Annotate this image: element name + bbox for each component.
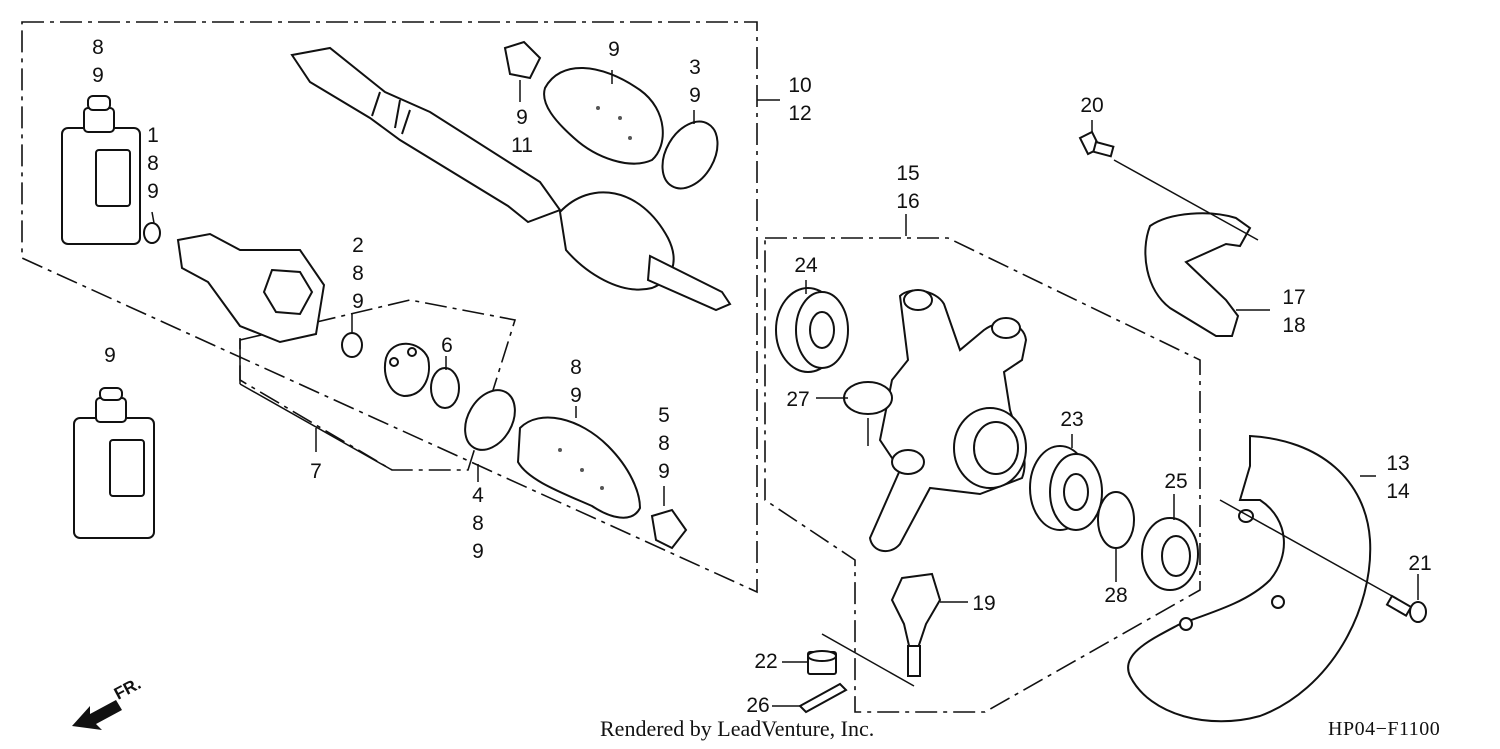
callout-8-9-top-line-1: 8 (92, 36, 104, 59)
callout-7: 7 (310, 460, 322, 483)
front-label: FR. (111, 674, 144, 704)
boot-band-inner[interactable] (455, 381, 525, 458)
grease-bottle-2[interactable] (73, 387, 155, 539)
outer-cv-joint[interactable] (558, 191, 732, 312)
grease-bottle-1[interactable] (61, 95, 141, 245)
callout-28: 28 (1104, 584, 1127, 607)
callout-1-8-9-line-3: 9 (147, 180, 159, 203)
front-arrow-icon (72, 700, 122, 730)
bearing-23[interactable] (1029, 445, 1103, 531)
oil-seal-25[interactable] (1141, 517, 1199, 591)
rendered-by-credit: Rendered by LeadVenture, Inc. (600, 716, 875, 741)
callout-9-11-line-2: 11 (511, 134, 533, 157)
callout-25: 25 (1164, 470, 1187, 493)
callout-17-18-line-2: 18 (1282, 314, 1305, 337)
outer-boot[interactable] (543, 67, 664, 165)
callout-1-8-9-line-1: 1 (147, 124, 159, 147)
callout-2-8-9-line-2: 8 (352, 262, 364, 285)
bolt-21[interactable] (1385, 594, 1427, 623)
callout-8-9-boot-line-1: 8 (570, 356, 582, 379)
inner-cv-joint[interactable] (176, 232, 326, 344)
bearing-24[interactable] (775, 287, 849, 373)
callout-5-8-9-line-1: 5 (658, 404, 670, 427)
callout-23: 23 (1060, 408, 1083, 431)
guard-17-18[interactable] (1144, 212, 1252, 337)
ball-joint-19[interactable] (890, 572, 942, 677)
bolt-20[interactable] (1078, 130, 1115, 158)
callout-5-8-9-line-3: 9 (658, 460, 670, 483)
callout-labels: 8 9 1 8 9 9 2 8 9 6 7 9 11 9 3 9 10 12 8… (92, 36, 1432, 717)
callout-22: 22 (754, 650, 777, 673)
callout-26: 26 (746, 694, 769, 717)
callout-4-8-9-line-2: 8 (472, 512, 484, 535)
group-box-driveshaft (21, 21, 758, 594)
drive-shaft[interactable] (290, 46, 562, 224)
callout-15-16-line-1: 15 (896, 162, 919, 185)
snap-ring-28[interactable] (1097, 491, 1135, 549)
callout-21: 21 (1408, 552, 1431, 575)
callout-9-boot: 9 (608, 38, 620, 61)
bearing-cage[interactable] (384, 342, 430, 398)
callout-3-9-line-2: 9 (689, 84, 701, 107)
leader-lines (151, 70, 1419, 707)
boot-band-clip-bottom[interactable] (650, 508, 688, 550)
callout-13-14-line-1: 13 (1386, 452, 1409, 475)
callout-6: 6 (441, 334, 453, 357)
disc-shield-13-14[interactable] (1127, 434, 1372, 723)
callout-24: 24 (794, 254, 818, 277)
callout-4-8-9-line-1: 4 (472, 484, 484, 507)
diagram-code: HP04−F1100 (1328, 718, 1441, 740)
callout-8-9-boot-line-2: 9 (570, 384, 582, 407)
front-direction-indicator: FR. (72, 674, 144, 730)
callout-4-8-9-line-3: 9 (472, 540, 484, 563)
callout-20: 20 (1080, 94, 1103, 117)
group-box-knuckle (764, 237, 1201, 713)
snap-ring[interactable] (430, 367, 460, 409)
callout-27: 27 (786, 388, 809, 411)
callout-2-8-9-line-3: 9 (352, 290, 364, 313)
boot-band-large[interactable] (651, 112, 729, 198)
o-ring-small[interactable] (143, 222, 161, 244)
callout-15-16-line-2: 16 (896, 190, 919, 213)
callout-9-bottle2: 9 (104, 344, 116, 367)
callout-5-8-9-line-2: 8 (658, 432, 670, 455)
circlip-small[interactable] (341, 332, 363, 358)
steering-knuckle[interactable] (868, 289, 1028, 553)
callout-13-14-line-2: 14 (1386, 480, 1410, 503)
callout-1-8-9-line-2: 8 (147, 152, 159, 175)
callout-8-9-top-line-2: 9 (92, 64, 104, 87)
inner-boot[interactable] (516, 416, 642, 519)
callout-3-9-line-1: 3 (689, 56, 701, 79)
callout-19: 19 (972, 592, 995, 615)
callout-10-12-line-2: 12 (788, 102, 811, 125)
cotter-pin-26[interactable] (798, 682, 848, 714)
callout-10-12-line-1: 10 (788, 74, 811, 97)
boot-band-clip-top[interactable] (503, 40, 542, 80)
castle-nut-22[interactable] (807, 650, 837, 675)
circlip-27[interactable] (843, 381, 893, 415)
callout-2-8-9-line-1: 2 (352, 234, 364, 257)
callout-17-18-line-1: 17 (1282, 286, 1305, 309)
callout-9-11-line-1: 9 (516, 106, 528, 129)
